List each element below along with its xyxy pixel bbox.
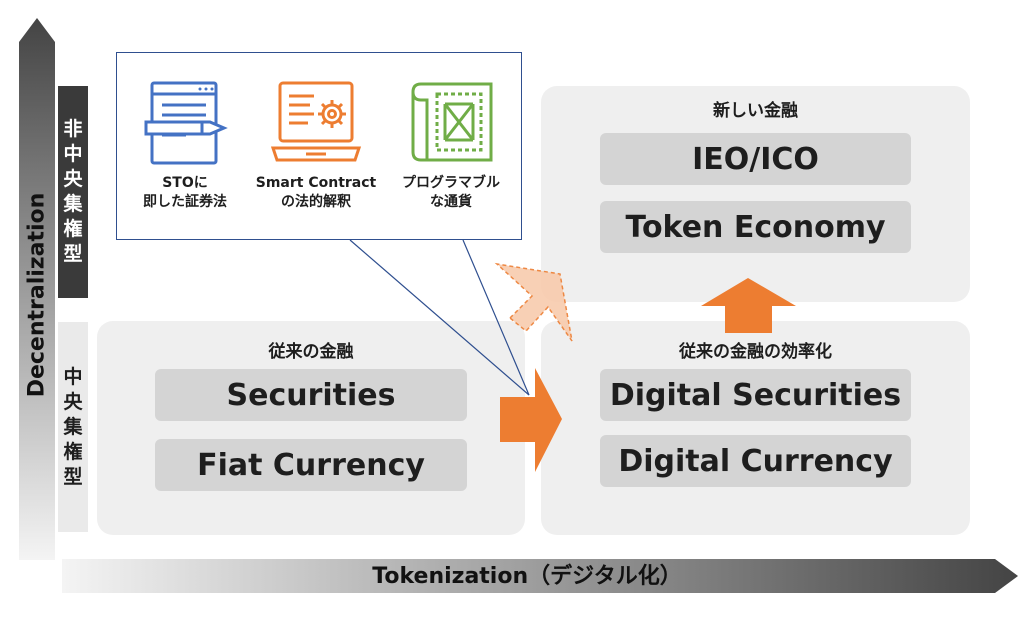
caption-line: な通貨 [430, 194, 472, 210]
item-digital-currency: Digital Currency [600, 435, 911, 487]
item-securities: Securities [155, 369, 467, 421]
caption-programmable-currency: プログラマブル な通貨 [385, 174, 517, 212]
caption-sto-law: STOに 即した証券法 [120, 174, 250, 212]
caption-line: プログラマブル [402, 175, 500, 191]
arrow-right [500, 368, 562, 472]
arrow-diagonal-dashed [494, 262, 573, 342]
item-digital-securities: Digital Securities [600, 369, 911, 421]
panel-new-finance: 新しい金融 IEO/ICO Token Economy [541, 86, 970, 302]
category-label-char: 央 [63, 168, 83, 190]
panel-title: 新しい金融 [713, 101, 798, 121]
caption-line: STOに [162, 175, 208, 191]
item-ieo-ico: IEO/ICO [600, 133, 911, 185]
arrow-up [701, 278, 796, 333]
panel-title: 従来の金融 [268, 342, 354, 362]
callout-pointer [349, 239, 530, 396]
category-centralized: 中央集権型 [58, 322, 88, 532]
vertical-axis-arrow [19, 18, 55, 560]
panel-title: 従来の金融の効率化 [679, 342, 832, 362]
document-pencil-icon [144, 81, 228, 165]
laptop-gear-icon [270, 81, 362, 162]
caption-line: Smart Contract [255, 175, 377, 191]
horizontal-axis-arrow [62, 559, 1018, 593]
category-label-char: 型 [63, 243, 83, 265]
caption-line: の法的解釈 [281, 194, 351, 210]
caption-smart-contract: Smart Contract の法的解釈 [246, 174, 386, 212]
category-decentralized: 非中央集権型 [58, 86, 88, 298]
blueprint-icon [411, 82, 493, 162]
item-token-economy: Token Economy [600, 201, 911, 253]
category-label-char: 集 [63, 415, 83, 438]
panel-efficient-finance: 従来の金融の効率化 Digital Securities Digital Cur… [541, 321, 970, 535]
category-label-char: 型 [63, 465, 83, 488]
category-label-char: 央 [63, 390, 83, 413]
category-label-char: 非 [63, 118, 83, 140]
category-label-char: 中 [63, 365, 83, 388]
category-label-char: 権 [63, 440, 83, 463]
item-fiat-currency: Fiat Currency [155, 439, 467, 491]
category-label-char: 集 [63, 193, 83, 215]
category-label-char: 権 [63, 218, 83, 240]
category-label-char: 中 [63, 143, 83, 165]
panel-traditional-finance: 従来の金融 Securities Fiat Currency [97, 321, 525, 535]
x-axis-label: Tokenization（デジタル化） [372, 564, 682, 589]
caption-line: 即した証券法 [143, 194, 227, 210]
